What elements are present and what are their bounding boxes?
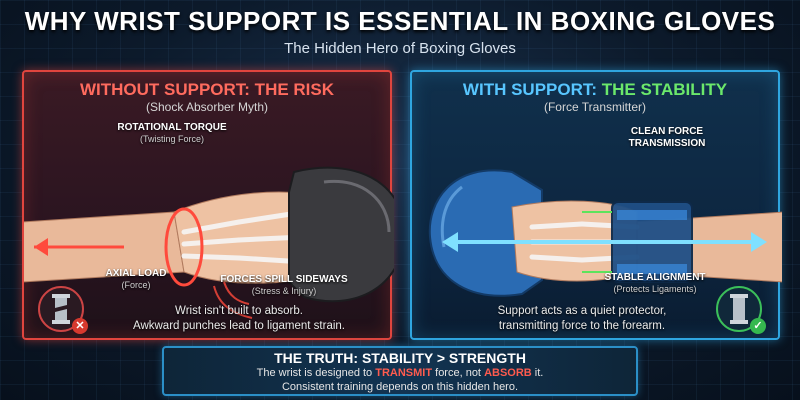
left-panel-subtitle: (Shock Absorber Myth) bbox=[145, 100, 269, 114]
check-mark-icon: ✓ bbox=[750, 318, 766, 334]
unsupported-wrist-illustration bbox=[24, 166, 394, 319]
right-panel-title-part2: THE STABILITY bbox=[601, 80, 728, 99]
truth-line1: The wrist is designed to TRANSMIT force,… bbox=[164, 367, 636, 379]
left-panel-title: WITHOUT SUPPORT: THE RISK bbox=[79, 80, 335, 99]
truth-line1-transmit: TRANSMIT bbox=[375, 367, 433, 379]
axial-load-label-text: AXIAL LOAD bbox=[105, 268, 167, 279]
truth-line1-a: The wrist is designed to bbox=[256, 367, 376, 379]
right-caption-line2: transmitting force to the forearm. bbox=[498, 319, 666, 332]
truth-line1-absorb: ABSORB bbox=[484, 367, 532, 379]
spill-label-text: FORCES SPILL SIDEWAYS bbox=[220, 274, 348, 285]
clean-force-label: CLEAN FORCE TRANSMISSION bbox=[602, 126, 732, 150]
broken-pillar-icon: ✕ bbox=[38, 286, 88, 334]
clean-force-label-line2: TRANSMISSION bbox=[628, 138, 706, 149]
truth-line1-e: it. bbox=[531, 367, 544, 379]
solid-pillar-icon: ✓ bbox=[716, 286, 766, 334]
right-caption: Support acts as a quiet protector, trans… bbox=[452, 304, 712, 334]
without-support-panel: WITHOUT SUPPORT: THE RISK (Shock Absorbe… bbox=[22, 70, 394, 340]
left-caption-line1: Wrist isn't built to absorb. bbox=[175, 305, 303, 317]
stable-alignment-label: STABLE ALIGNMENT (Protects Ligaments) bbox=[580, 272, 730, 295]
truth-line1-c: force, not bbox=[432, 367, 485, 379]
x-mark-icon: ✕ bbox=[72, 318, 88, 334]
stable-alignment-label-text: STABLE ALIGNMENT bbox=[604, 272, 706, 283]
left-caption: Wrist isn't built to absorb. Awkward pun… bbox=[94, 304, 384, 334]
right-panel-subtitle: (Force Transmitter) bbox=[543, 100, 646, 114]
supported-wrist-illustration bbox=[428, 169, 782, 297]
axial-load-label: AXIAL LOAD (Force) bbox=[96, 268, 176, 291]
spill-label: FORCES SPILL SIDEWAYS (Stress & Injury) bbox=[204, 274, 364, 297]
torque-label: ROTATIONAL TORQUE (Twisting Force) bbox=[102, 122, 242, 145]
torque-label-text: ROTATIONAL TORQUE bbox=[117, 122, 227, 133]
truth-box: THE TRUTH: STABILITY > STRENGTH The wris… bbox=[162, 346, 638, 396]
axial-load-label-sub: (Force) bbox=[121, 280, 151, 290]
truth-title: THE TRUTH: STABILITY > STRENGTH bbox=[274, 350, 526, 366]
with-support-panel: WITH SUPPORT: THE STABILITY (Force Trans… bbox=[410, 70, 782, 340]
stable-alignment-label-sub: (Protects Ligaments) bbox=[613, 284, 697, 294]
truth-line2: Consistent training depends on this hidd… bbox=[281, 381, 519, 393]
page-subtitle: The Hidden Hero of Boxing Gloves bbox=[284, 40, 516, 57]
right-panel-title-part1: WITH SUPPORT: bbox=[462, 80, 602, 99]
right-panel-title: WITH SUPPORT: THE STABILITY bbox=[412, 80, 778, 100]
right-caption-line1: Support acts as a quiet protector, bbox=[497, 305, 667, 317]
torque-label-sub: (Twisting Force) bbox=[139, 134, 204, 144]
clean-force-label-line1: CLEAN FORCE bbox=[630, 126, 704, 137]
spill-label-sub: (Stress & Injury) bbox=[251, 286, 317, 296]
page-title: WHY WRIST SUPPORT IS ESSENTIAL IN BOXING… bbox=[24, 6, 776, 36]
left-caption-line2: Awkward punches lead to ligament strain. bbox=[132, 319, 345, 332]
